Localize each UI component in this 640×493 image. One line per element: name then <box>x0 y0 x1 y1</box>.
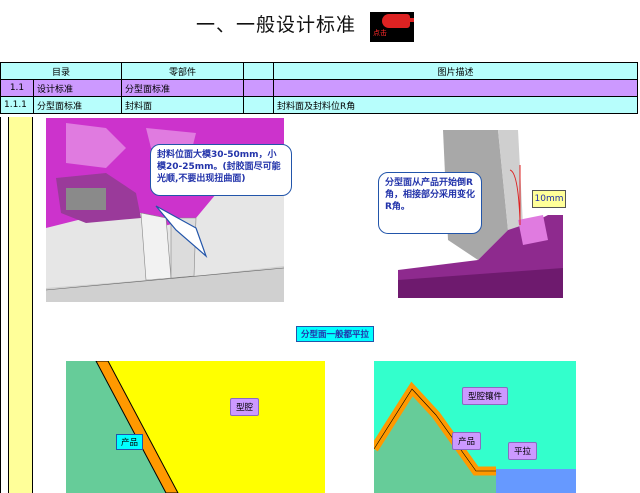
table-row[interactable]: 1.1.1 分型面标准 封料面 封料面及封料位R角 <box>0 96 639 114</box>
yellow-margin-strip <box>8 117 33 493</box>
row2-blank <box>243 96 275 114</box>
header-blank <box>243 62 275 80</box>
row1-blank <box>243 79 275 97</box>
sealing-face-callout: 封料位面大模30-50mm，小模20-25mm。(封胶面尽可能光顺,不要出现扭曲… <box>150 144 292 196</box>
row1-desc <box>273 79 639 97</box>
click-button-label: 点击 <box>373 29 387 37</box>
pointing-hand-icon <box>382 14 410 28</box>
flat-parting-diagram-right <box>374 361 576 493</box>
right-cavity-insert-label: 型腔镶件 <box>462 387 509 405</box>
row2-part: 封料面 <box>121 96 245 114</box>
dimension-label: 10mm <box>532 190 566 208</box>
left-cavity-label: 型腔 <box>230 398 260 416</box>
left-product-label: 产品 <box>116 434 144 450</box>
click-button[interactable]: 点击 <box>370 12 414 42</box>
table-header-row: 目录 零部件 图片描述 <box>0 62 639 80</box>
header-desc: 图片描述 <box>273 62 639 80</box>
row1-number: 1.1 <box>0 79 34 97</box>
left-border <box>0 117 1 493</box>
section-title-label: 分型面一般都平拉 <box>296 326 375 342</box>
row2-number: 1.1.1 <box>0 96 34 114</box>
flat-parting-diagram-left <box>66 361 325 493</box>
pointing-finger-icon <box>406 18 414 22</box>
row2-desc: 封料面及封料位R角 <box>273 96 639 114</box>
header-parts: 零部件 <box>121 62 245 80</box>
row1-name: 设计标准 <box>32 79 123 97</box>
standards-table: 目录 零部件 图片描述 1.1 设计标准 分型面标准 1.1.1 分型面标准 封… <box>0 62 639 114</box>
row2-name: 分型面标准 <box>32 96 123 114</box>
right-flat-label: 平拉 <box>508 442 538 460</box>
row1-part: 分型面标准 <box>121 79 245 97</box>
page-title: 一、一般设计标准 <box>196 14 357 36</box>
table-row[interactable]: 1.1 设计标准 分型面标准 <box>0 79 639 97</box>
header-toc: 目录 <box>0 62 123 80</box>
parting-radius-callout: 分型面从产品开始倒R角，相接部分采用变化R角。 <box>378 172 482 234</box>
right-product-label: 产品 <box>452 432 482 450</box>
